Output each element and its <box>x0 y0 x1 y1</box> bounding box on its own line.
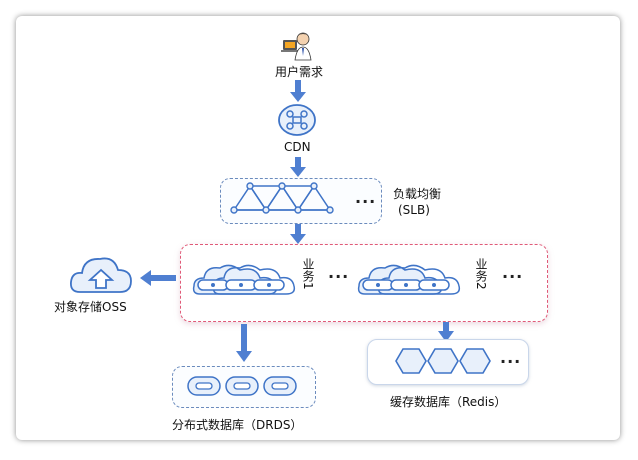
slb-label-line1: 负载均衡 <box>393 187 442 201</box>
cdn-label: CDN <box>284 140 311 154</box>
redis-ellipsis: ··· <box>500 352 522 371</box>
arrow-business-redis <box>438 322 454 342</box>
user-icon <box>281 32 312 61</box>
user-label: 用户需求 <box>275 65 324 79</box>
arrow-business-oss <box>140 270 176 286</box>
arrow-cdn-slb <box>290 157 306 177</box>
business1-cloud-icon <box>192 264 296 295</box>
business-ellipsis-right: ··· <box>502 267 524 286</box>
arrow-slb-business <box>290 224 306 244</box>
redis-hexagon-icon <box>395 348 491 374</box>
redis-label: 缓存数据库（Redis） <box>390 395 507 409</box>
business2-cloud-icon <box>357 264 461 295</box>
slb-network-icon <box>230 182 334 214</box>
slb-ellipsis: ··· <box>355 192 377 211</box>
drds-label: 分布式数据库（DRDS） <box>172 418 303 432</box>
arrow-business-drds <box>236 324 252 362</box>
business2-label: 业务2 <box>474 258 488 290</box>
business1-label: 业务1 <box>301 258 315 290</box>
oss-cloud-icon <box>70 257 132 293</box>
cdn-icon <box>278 104 316 136</box>
business-ellipsis-middle: ··· <box>328 267 350 286</box>
arrow-user-cdn <box>290 80 306 102</box>
slb-label-line2: (SLB) <box>398 203 430 217</box>
drds-database-icon <box>187 376 297 396</box>
oss-label: 对象存储OSS <box>54 300 127 314</box>
